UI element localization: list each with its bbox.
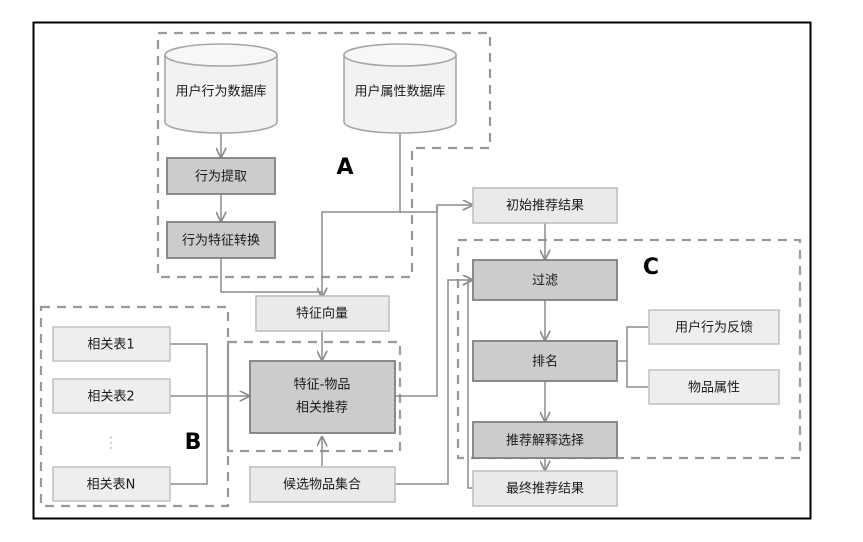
group-c-boundary (456, 238, 802, 460)
group-label-a: A (336, 155, 353, 180)
edge-relation-table-n-bus (170, 396, 208, 485)
node-ranking[interactable]: 排名 (472, 340, 618, 382)
node-user-behavior-feedback[interactable]: 用户行为反馈 (648, 309, 780, 345)
node-user-behavior-db[interactable]: 用户行为数据库 (164, 43, 278, 134)
node-behavior-feature-convert[interactable]: 行为特征转换 (166, 221, 276, 259)
node-final-recommend-result[interactable]: 最终推荐结果 (472, 470, 618, 507)
edge-attribute-db-to-feature-vector (322, 133, 401, 297)
group-b-boundary (39, 305, 230, 508)
node-filter[interactable]: 过滤 (472, 259, 618, 301)
edge-relation-table-1-bus (170, 343, 208, 396)
group-label-c: C (643, 255, 659, 280)
edge-recommend-to-initial-result (395, 205, 438, 397)
node-initial-recommend-result[interactable]: 初始推荐结果 (472, 187, 618, 224)
node-feature-vector[interactable]: 特征向量 (255, 295, 390, 332)
node-item-attribute[interactable]: 物品属性 (648, 369, 780, 405)
node-relation-table-1[interactable]: 相关表1 (52, 326, 171, 362)
node-relation-table-2[interactable]: 相关表2 (52, 378, 171, 414)
group-label-b: B (185, 430, 202, 455)
edge-candidate-to-filter-feed (395, 280, 472, 485)
node-user-attribute-db[interactable]: 用户属性数据库 (343, 43, 457, 134)
node-relation-table-n[interactable]: 相关表N (52, 466, 171, 502)
connectors (170, 133, 648, 489)
node-recommend-explain-select[interactable]: 推荐解释选择 (472, 421, 618, 459)
relation-table-ellipsis: ⋮ (104, 434, 119, 452)
node-candidate-item-set[interactable]: 候选物品集合 (249, 466, 396, 503)
edge-item-attribute-to-ranking (626, 361, 648, 388)
node-behavior-extraction[interactable]: 行为提取 (166, 157, 276, 195)
node-feature-item-recommend[interactable]: 特征-物品 相关推荐 (249, 360, 396, 434)
